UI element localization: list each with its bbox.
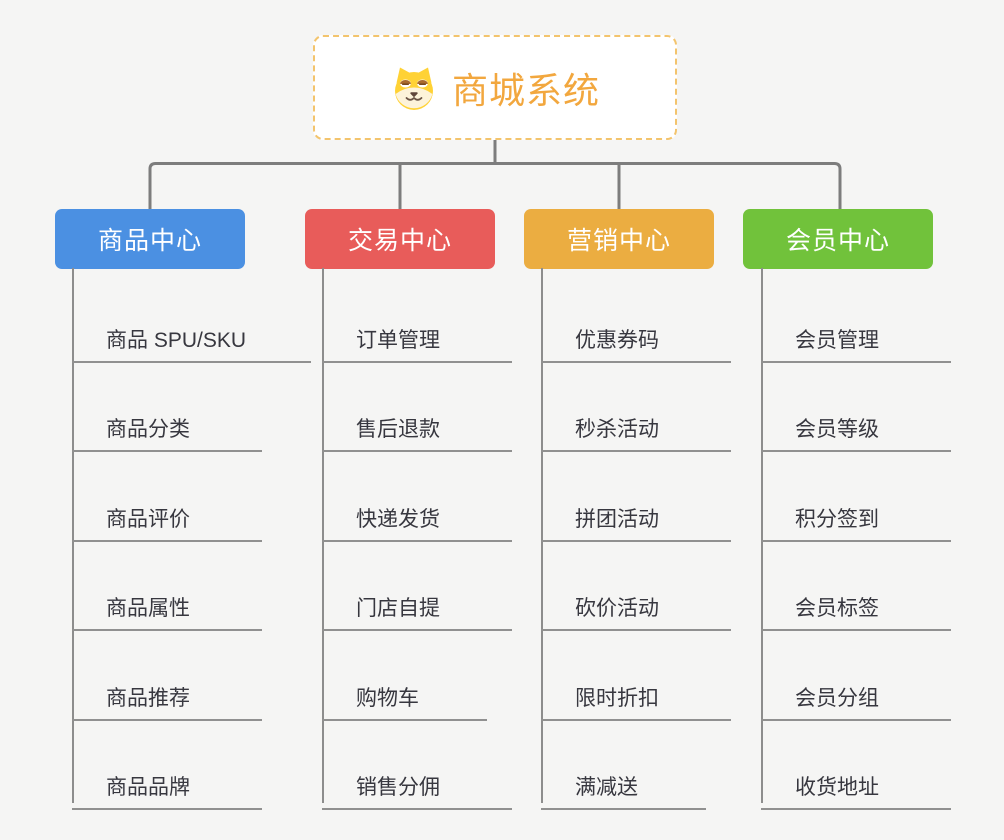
tree-item[interactable]: 门店自提	[322, 573, 512, 631]
root-node[interactable]: 商城系统	[313, 35, 677, 140]
branch-drop-line	[322, 268, 324, 803]
tree-item[interactable]: 会员等级	[761, 394, 951, 452]
tree-item[interactable]: 会员标签	[761, 573, 951, 631]
tree-item[interactable]: 订单管理	[322, 305, 512, 363]
tree-item[interactable]: 限时折扣	[541, 663, 731, 721]
tree-item[interactable]: 砍价活动	[541, 573, 731, 631]
tree-item[interactable]: 拼团活动	[541, 484, 731, 542]
tree-item[interactable]: 收货地址	[761, 752, 951, 810]
tree-item[interactable]: 商品分类	[72, 394, 262, 452]
branch-marketing-center[interactable]: 营销中心	[524, 209, 714, 269]
dog-face-icon	[390, 64, 438, 112]
tree-item[interactable]: 秒杀活动	[541, 394, 731, 452]
tree-item[interactable]: 商品推荐	[72, 663, 262, 721]
branch-drop-line	[72, 268, 74, 803]
branch-drop-line	[761, 268, 763, 803]
branch-drop-line	[541, 268, 543, 803]
branch-trade-center[interactable]: 交易中心	[305, 209, 495, 269]
tree-item[interactable]: 售后退款	[322, 394, 512, 452]
tree-item[interactable]: 会员分组	[761, 663, 951, 721]
tree-item[interactable]: 商品属性	[72, 573, 262, 631]
root-label: 商城系统	[451, 69, 600, 111]
tree-item[interactable]: 购物车	[322, 663, 487, 721]
tree-item[interactable]: 销售分佣	[322, 752, 512, 810]
tree-item[interactable]: 会员管理	[761, 305, 951, 363]
tree-item[interactable]: 商品 SPU/SKU	[72, 305, 311, 363]
tree-item[interactable]: 商品评价	[72, 484, 262, 542]
branch-member-center[interactable]: 会员中心	[743, 209, 933, 269]
tree-item[interactable]: 积分签到	[761, 484, 951, 542]
tree-item[interactable]: 优惠券码	[541, 305, 731, 363]
tree-item[interactable]: 快递发货	[322, 484, 512, 542]
tree-item[interactable]: 商品品牌	[72, 752, 262, 810]
tree-item[interactable]: 满减送	[541, 752, 706, 810]
branch-product-center[interactable]: 商品中心	[55, 209, 245, 269]
